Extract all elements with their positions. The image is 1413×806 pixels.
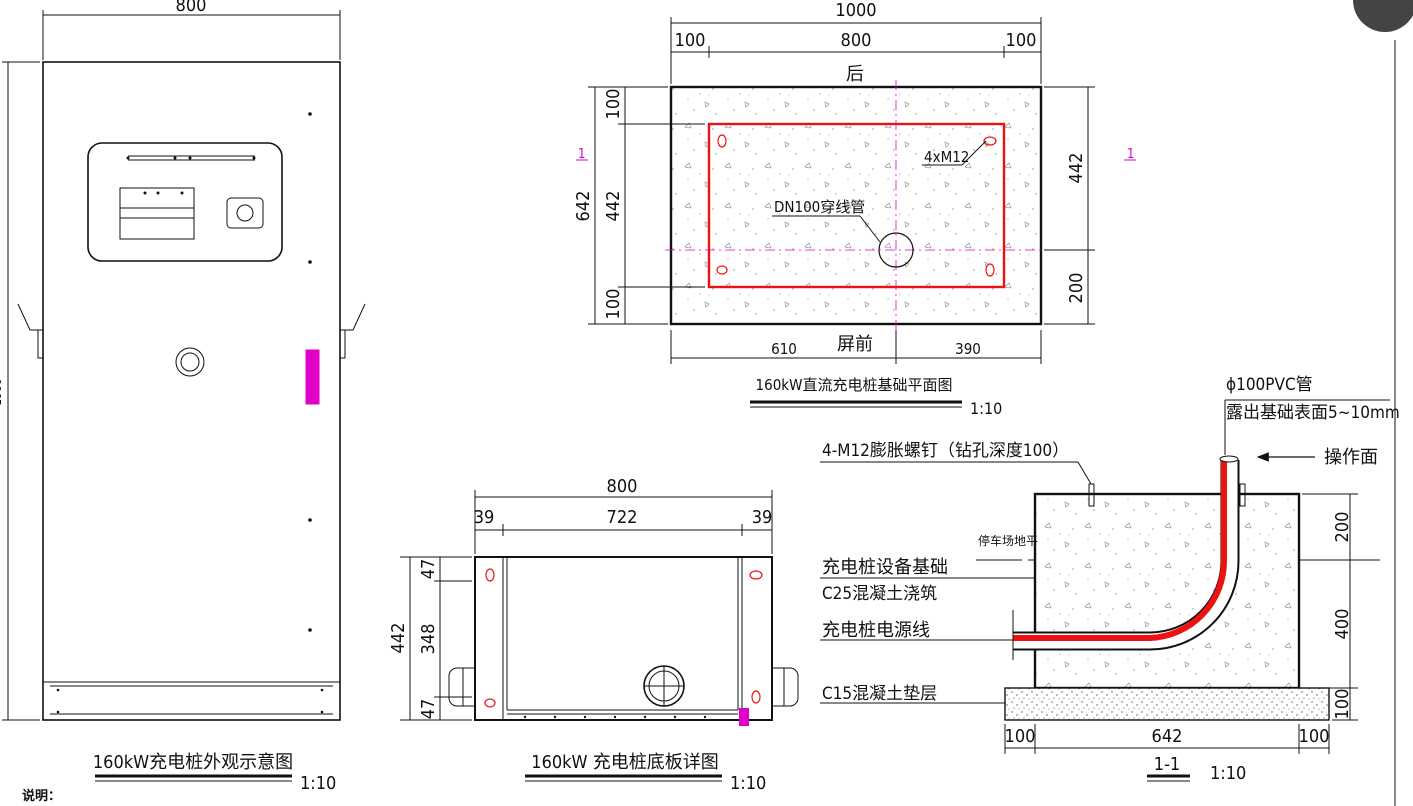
base-dots <box>523 715 707 719</box>
plan-pipe-circle <box>878 232 914 268</box>
operation-face-label: 操作面 <box>1324 447 1378 468</box>
pvc-note: 露出基础表面5~10mm <box>1226 403 1400 423</box>
base-left-mid: 348 <box>418 624 439 655</box>
foundation-concrete-label: C25混凝土浇筑 <box>822 584 937 604</box>
base-view-scale: 1:10 <box>730 773 766 794</box>
front-view <box>2 10 366 721</box>
section-scale: 1:10 <box>1210 763 1246 784</box>
display-panel <box>87 142 283 262</box>
plan-left-bot: 100 <box>603 289 624 320</box>
section-pad <box>1004 687 1330 721</box>
plan-dim-total: 1000 <box>835 0 876 21</box>
notes-label: 说明： <box>22 788 61 804</box>
power-cable <box>1013 460 1227 641</box>
plan-view-scale: 1:10 <box>970 399 1002 418</box>
base-magenta-marker <box>739 708 749 726</box>
section-dim-mid-b: 642 <box>1152 726 1183 747</box>
plan-front-label: 屏前 <box>837 334 873 355</box>
section-dim-bot: 100 <box>1332 689 1353 720</box>
power-cable-label: 充电桩电源线 <box>822 620 930 641</box>
card-reader-icon <box>226 197 264 229</box>
base-bolt-holes <box>484 568 763 708</box>
plan-bolt-label: 4xM12 <box>924 148 969 166</box>
section-dim-left: 100 <box>1005 726 1036 747</box>
base-dim-total: 800 <box>607 476 638 497</box>
front-view-title: 160kW充电桩外观示意图 <box>93 752 293 773</box>
base-dim-right: 39 <box>752 507 773 528</box>
section-dim-right: 100 <box>1299 726 1330 747</box>
base-left-bot: 47 <box>418 699 439 720</box>
plan-left-top: 100 <box>603 89 624 120</box>
base-dim-left: 39 <box>474 507 495 528</box>
section-mark-right: 1 <box>1127 147 1134 162</box>
plan-right-top: 442 <box>1066 153 1087 184</box>
base-dim-mid: 722 <box>607 507 638 528</box>
cabinet-plinth <box>42 681 341 721</box>
emergency-stop-button <box>175 347 205 377</box>
corner-badge <box>1353 0 1413 32</box>
section-title: 1-1 <box>1154 754 1180 775</box>
front-view-scale: 1:10 <box>300 773 336 794</box>
front-height-label: 1900 <box>0 378 4 406</box>
section-lines <box>820 399 1390 754</box>
foundation-label: 充电桩设备基础 <box>822 557 948 578</box>
front-view-dots <box>56 112 324 714</box>
plan-cabinet-outline <box>707 122 1006 289</box>
plan-dim-lines <box>588 17 1095 364</box>
section-mark-left: 1 <box>578 147 585 162</box>
section-foundation <box>1033 492 1301 690</box>
base-left-total: 442 <box>388 623 409 654</box>
plan-dim-left: 100 <box>675 30 706 51</box>
plan-pipe-label: DN100穿线管 <box>774 198 865 216</box>
plan-left-mid: 442 <box>603 191 624 222</box>
front-width-label: 800 <box>176 0 207 16</box>
bolt-callout: 4-M12膨胀螺钉（钻孔深度100） <box>822 441 1069 461</box>
plan-bolt-holes <box>716 134 997 277</box>
indicator-strip <box>305 349 320 405</box>
plan-foundation <box>669 85 1043 326</box>
pad-label: C15混凝土垫层 <box>822 684 937 704</box>
base-view-title: 160kW 充电桩底板详图 <box>531 752 718 773</box>
plan-right-bot: 200 <box>1066 273 1087 304</box>
section-dim-top: 200 <box>1332 512 1353 543</box>
section-dim-mid: 400 <box>1332 609 1353 640</box>
plan-bottom-left: 610 <box>771 340 797 358</box>
plan-bottom-right: 390 <box>955 340 981 358</box>
plan-view-title: 160kW直流充电桩基础平面图 <box>756 376 953 394</box>
pvc-label: ϕ100PVC管 <box>1226 375 1313 395</box>
screen <box>119 187 195 240</box>
plan-dim-mid: 800 <box>841 30 872 51</box>
plan-dim-right: 100 <box>1006 30 1037 51</box>
plan-centerlines <box>665 80 1046 330</box>
plan-back-label: 后 <box>846 64 864 85</box>
plan-left-total: 642 <box>573 191 594 222</box>
parking-level-label: 停车场地平 <box>978 533 1038 548</box>
base-left-top: 47 <box>418 559 439 580</box>
base-plate <box>400 490 799 721</box>
pvc-pipe-body <box>1013 460 1238 649</box>
